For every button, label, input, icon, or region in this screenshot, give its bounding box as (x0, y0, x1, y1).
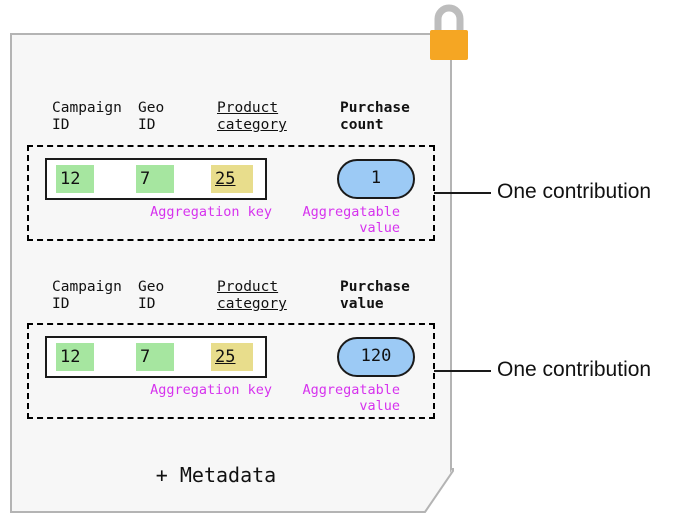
header-product-category: Product category (217, 100, 287, 133)
key-chip-campaign-id-2: 12 (56, 343, 94, 371)
key-chip-product-category-2: 25 (211, 343, 253, 371)
caption-aggregation-key-1: Aggregation key (150, 204, 272, 220)
key-chip-campaign-id-1: 12 (56, 165, 94, 193)
header-geo-id: Geo ID (138, 279, 165, 312)
aggregatable-report-card (10, 33, 452, 513)
aggregatable-value-bubble-2: 120 (337, 337, 415, 377)
header-product-category: Product category (217, 279, 287, 312)
key-chip-product-category-1: 25 (211, 165, 253, 193)
caption-aggregation-key-2: Aggregation key (150, 382, 272, 398)
caption-aggregatable-value-1: Aggregatable value (302, 204, 400, 236)
header-campaign-id: Campaign ID (52, 279, 122, 312)
column-headers-row-2: Campaign ID Geo ID Product category Purc… (52, 279, 442, 323)
column-headers-row-1: Campaign ID Geo ID Product category Purc… (52, 100, 442, 144)
aggregatable-value-bubble-1: 1 (337, 159, 415, 199)
aggregation-key-box-2: 12 7 25 (45, 336, 267, 378)
header-campaign-id: Campaign ID (52, 100, 122, 133)
key-chip-geo-id-2: 7 (136, 343, 174, 371)
header-geo-id: Geo ID (138, 100, 165, 133)
callout-label-1: One contribution (497, 180, 652, 203)
header-purchase-count: Purchase count (340, 100, 410, 133)
callout-leader-line-2 (434, 370, 491, 372)
aggregation-key-box-1: 12 7 25 (45, 158, 267, 200)
metadata-label: + Metadata (155, 463, 277, 487)
callout-label-2: One contribution (497, 358, 652, 381)
key-chip-geo-id-1: 7 (136, 165, 174, 193)
padlock-icon (430, 4, 468, 60)
header-purchase-value: Purchase value (340, 279, 410, 312)
callout-leader-line-1 (434, 192, 491, 194)
caption-aggregatable-value-2: Aggregatable value (302, 382, 400, 414)
